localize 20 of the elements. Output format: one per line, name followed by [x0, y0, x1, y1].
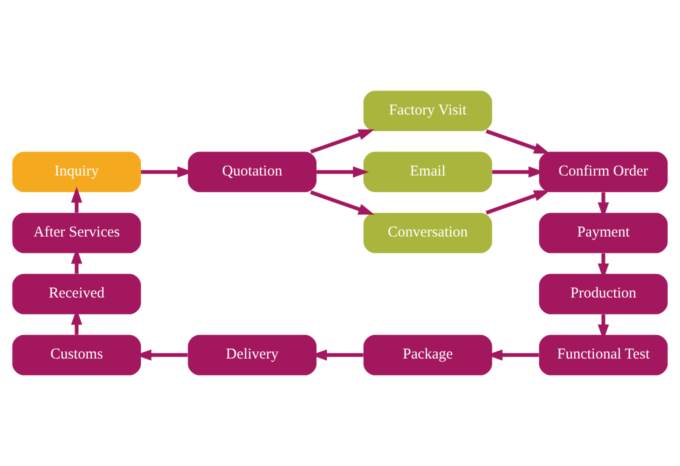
arrow [486, 129, 550, 154]
node-box: Quotation [188, 152, 317, 192]
node-box: Functional Test [539, 334, 668, 376]
node-box: Customs [12, 334, 141, 376]
node-box: Email [363, 152, 492, 192]
arrow [310, 129, 374, 154]
arrow [316, 166, 369, 178]
node-box: After Services [12, 212, 141, 254]
arrow [486, 190, 550, 215]
arrow [71, 186, 82, 213]
node-box: Received [12, 274, 141, 314]
node-box: Delivery [188, 334, 317, 376]
node-box: Package [363, 334, 492, 376]
node-box: Confirm Order [539, 152, 668, 192]
node-box: Inquiry [12, 152, 141, 192]
arrow [310, 190, 374, 215]
node-box: Payment [539, 212, 668, 254]
node-box: Production [539, 274, 668, 314]
node-box: Factory Visit [363, 90, 492, 132]
node-box: Conversation [363, 212, 492, 254]
